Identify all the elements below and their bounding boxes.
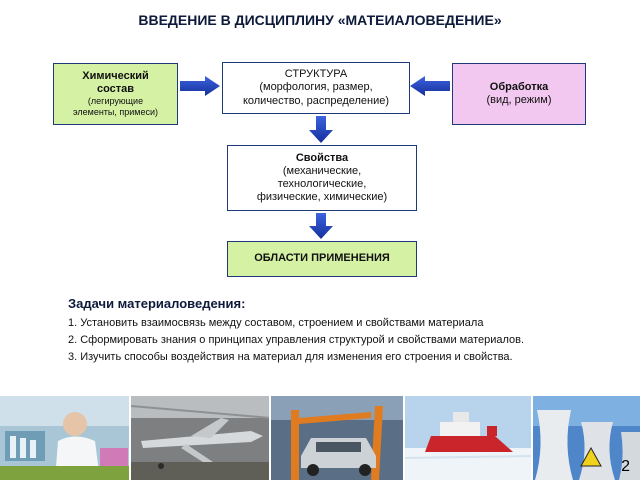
- icebreaker-photo: [405, 396, 533, 480]
- structure-detail-1: (морфология, размер,: [259, 81, 373, 94]
- structure-detail-2: количество, распределение): [242, 94, 390, 107]
- car-factory-photo: [271, 396, 405, 480]
- laboratory-photo: [0, 396, 131, 480]
- arrow-properties-to-applications: [309, 213, 333, 239]
- photo-strip: [0, 396, 640, 480]
- diagram-arrows: [180, 76, 450, 239]
- properties-detail-2: технологические,: [277, 178, 367, 190]
- processing-box: Обработка (вид, режим): [452, 63, 586, 125]
- page-title: ВВЕДЕНИЕ В ДИСЦИПЛИНУ «МАТЕИАЛОВЕДЕНИЕ»: [138, 12, 502, 28]
- tasks-section: Задачи материаловедения: 1. Установить в…: [68, 296, 628, 368]
- page-number: 2: [621, 458, 630, 475]
- structure-title: СТРУКТУРА: [284, 68, 348, 81]
- applications-title: ОБЛАСТИ ПРИМЕНЕНИЯ: [254, 252, 390, 265]
- aircraft-assembly-photo: [131, 396, 271, 480]
- cooling-towers-photo: [533, 396, 640, 480]
- properties-detail-1: (механические,: [282, 164, 362, 177]
- chemical-detail-2: элементы, примеси): [72, 107, 159, 118]
- task-item-3: 3. Изучить способы воздействия на матери…: [68, 351, 513, 363]
- arrow-chemical-to-structure: [180, 76, 220, 96]
- processing-title: Обработка: [489, 80, 549, 93]
- chemical-title-2: состав: [96, 83, 135, 96]
- chemical-detail-1: (легирующие: [87, 96, 144, 107]
- arrow-processing-to-structure: [410, 76, 450, 96]
- structure-box: СТРУКТУРА (морфология, размер, количеств…: [222, 62, 410, 114]
- chemical-composition-box: Химический состав (легирующие элементы, …: [53, 63, 178, 125]
- arrow-structure-to-properties: [309, 116, 333, 143]
- processing-detail: (вид, режим): [486, 94, 552, 106]
- properties-title: Свойства: [295, 151, 349, 164]
- applications-box: ОБЛАСТИ ПРИМЕНЕНИЯ: [227, 241, 417, 277]
- properties-detail-3: физические, химические): [256, 191, 388, 204]
- tasks-heading: Задачи материаловедения:: [68, 296, 246, 311]
- chemical-title-1: Химический: [82, 70, 149, 83]
- task-item-2: 2. Сформировать знания о принципах управ…: [68, 334, 525, 346]
- task-item-1: 1. Установить взаимосвязь между составом…: [68, 317, 484, 329]
- properties-box: Свойства (механические, технологические,…: [227, 145, 417, 211]
